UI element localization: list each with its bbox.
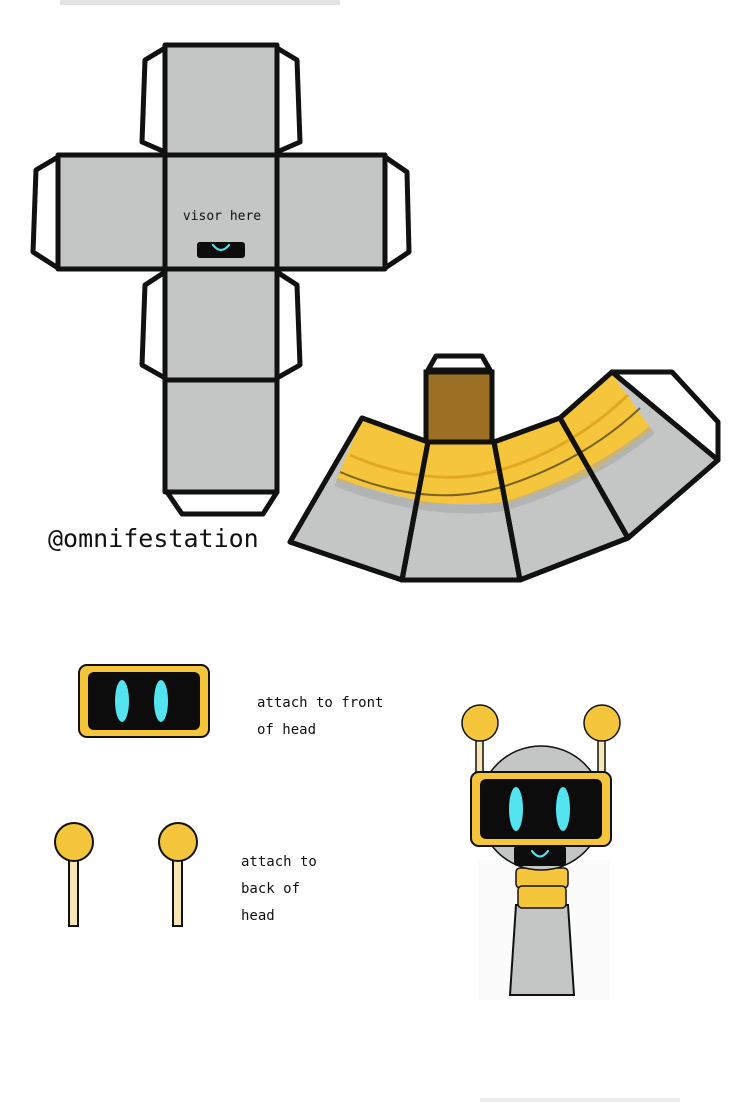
preview-neck-base [508,904,576,996]
face-bottom [162,377,280,495]
tab-top-left [139,45,168,155]
face-top [162,42,280,158]
preview-right-eye-icon [556,787,570,831]
head-cube-net [30,42,412,517]
top-smudge [60,0,340,5]
face-lower [162,266,280,383]
tab-bottom [164,489,280,517]
face-left [55,152,168,272]
tab-top-right [274,45,303,155]
face-right [274,152,388,272]
front-instruction-line-1: attach to front [257,695,383,711]
tab-mid-right [274,269,303,381]
mouth-icon [197,242,245,258]
neck-stripe-line-2 [339,407,641,497]
preview-antenna-right-icon [583,704,621,742]
back-instruction-line-1: attach to [241,854,317,870]
tab-left [30,154,61,271]
tab-right [382,154,412,271]
front-instruction-line-2: of head [257,722,316,738]
back-instruction-line-3: head [241,908,275,924]
right-eye-icon [154,680,168,722]
visor-here-label: visor here [183,209,261,224]
left-eye-icon [115,680,129,722]
back-instruction-line-2: back of [241,881,300,897]
antenna-right-icon [158,822,198,927]
bottom-smudge [480,1098,680,1102]
neck-tab-cap [425,353,493,373]
assembled-robot-preview [461,704,621,1000]
antenna-left-icon [54,822,94,927]
neck-segment-2-yellow [416,444,504,504]
visor-piece [78,664,210,738]
credit-handle: @omnifestation [48,524,259,553]
tab-mid-left [139,269,168,381]
neck-strip-net [287,353,721,583]
neck-tab [423,369,495,445]
preview-neck-ring-2 [517,885,567,909]
preview-antenna-left-icon [461,704,499,742]
preview-neck-ring-1 [515,867,569,889]
preview-left-eye-icon [509,787,523,831]
